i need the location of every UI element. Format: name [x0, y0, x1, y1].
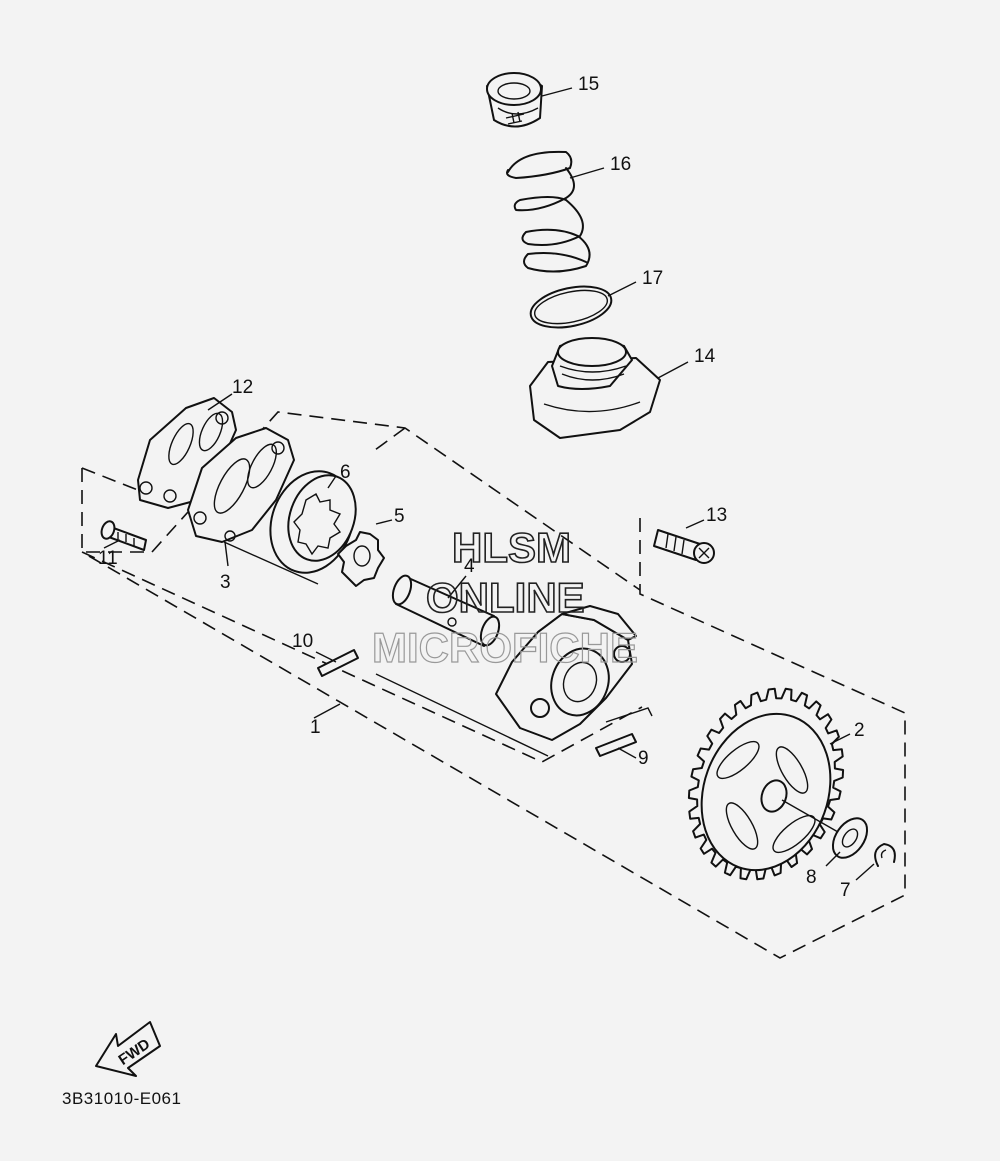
part-6-outer-rotor [269, 470, 357, 574]
callout-labels: 1 2 3 4 5 6 7 8 9 10 11 12 13 14 15 16 1… [98, 74, 865, 901]
callout-14: 14 [694, 346, 716, 367]
callout-7: 7 [840, 880, 851, 901]
part-17-o-ring [529, 285, 613, 329]
part-5-inner-rotor [337, 531, 385, 587]
part-1-pump-body [495, 605, 637, 741]
part-15-cap [486, 72, 543, 128]
part-9-pin [595, 707, 653, 757]
part-14-housing [529, 337, 661, 439]
callout-16: 16 [610, 154, 631, 175]
callout-12: 12 [232, 377, 253, 398]
part-12-gasket [137, 397, 237, 509]
callout-13: 13 [706, 505, 727, 526]
leader-lines [103, 87, 875, 881]
callout-2: 2 [854, 720, 865, 741]
part-16-spring [506, 150, 591, 273]
callout-15: 15 [578, 74, 599, 95]
part-2-gear [687, 687, 845, 881]
watermark-line-3: MICROFICHE [372, 624, 638, 671]
callout-8: 8 [806, 867, 817, 888]
callout-1: 1 [310, 717, 321, 738]
assembly-lines [223, 541, 839, 833]
part-17-o-ring-inner [533, 289, 609, 325]
callout-10: 10 [292, 631, 313, 652]
callout-6: 6 [340, 462, 351, 483]
callout-9: 9 [638, 748, 649, 769]
part-3-plate [187, 427, 295, 543]
callout-11: 11 [98, 548, 118, 569]
fwd-arrow-icon: FWD [95, 1021, 161, 1077]
part-8-washer [831, 817, 869, 859]
watermark-line-1: HLSM [452, 524, 571, 571]
figure-code: 3B31010-E061 [62, 1089, 181, 1108]
watermark-line-2: ONLINE [426, 574, 585, 621]
callout-17: 17 [642, 268, 663, 289]
part-11-screw [100, 520, 147, 551]
callout-4: 4 [464, 556, 475, 577]
part-10-pin [317, 649, 359, 677]
part-4-shaft [391, 574, 501, 647]
callout-3: 3 [220, 572, 231, 593]
watermark: HLSM ONLINE MICROFICHE [371, 523, 638, 671]
part-13-screw [653, 529, 715, 564]
part-7-circlip [874, 843, 896, 867]
callout-5: 5 [394, 506, 405, 527]
